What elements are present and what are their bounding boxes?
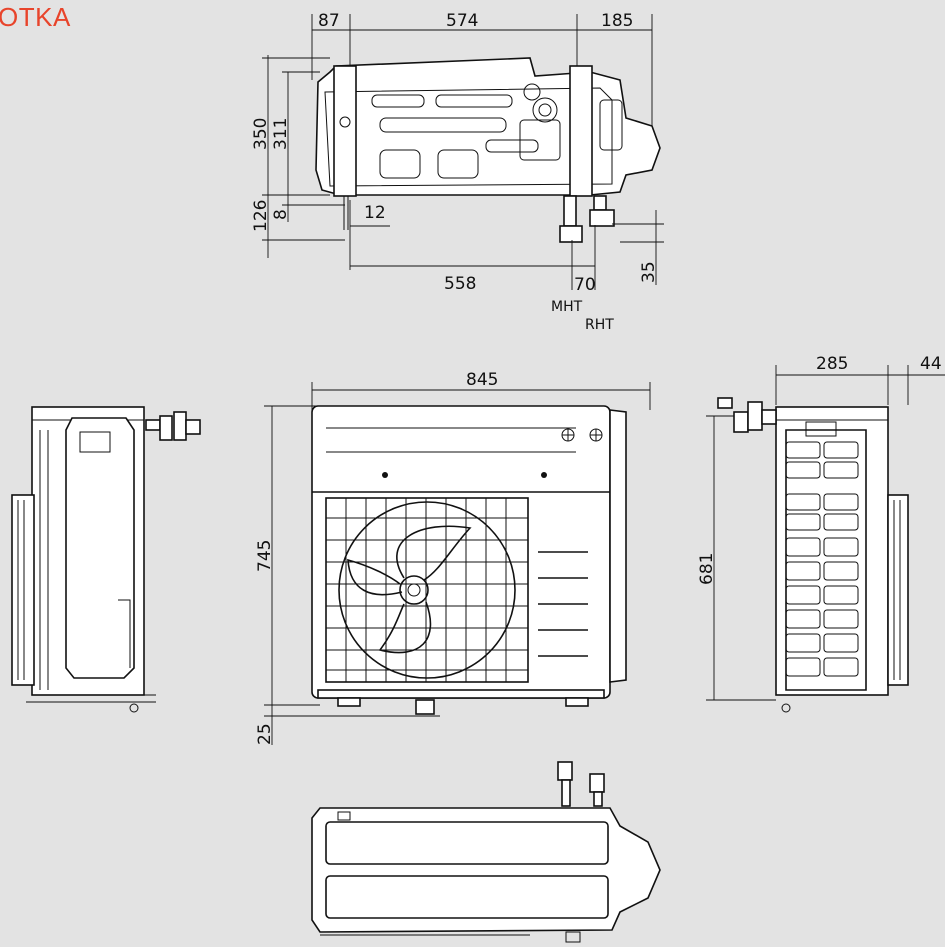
grille-bars [326, 498, 528, 682]
dim-845: 845 [466, 370, 498, 390]
dim-681: 681 [697, 553, 717, 585]
dim-558: 558 [444, 274, 476, 294]
page-title: OTKA [0, 2, 71, 32]
dim-185: 185 [601, 11, 633, 31]
dim-285: 285 [816, 354, 848, 374]
label-mht: MHT [551, 299, 583, 315]
dim-70: 70 [574, 275, 596, 295]
dim-8: 8 [271, 209, 291, 220]
front-view: 845 745 25 [255, 370, 651, 745]
dim-35: 35 [639, 261, 659, 283]
side-grille-cells [785, 441, 859, 677]
label-rht: RHT [585, 317, 614, 333]
right-side-view: 285 44 681 [697, 354, 945, 713]
dim-44: 44 [920, 354, 942, 374]
dim-12: 12 [364, 203, 386, 223]
bottom-view [311, 761, 661, 943]
dim-311: 311 [271, 118, 291, 150]
dim-574: 574 [446, 11, 478, 31]
top-view: 87 574 185 350 311 126 8 [251, 11, 664, 333]
dim-126: 126 [251, 200, 271, 232]
dim-87: 87 [318, 11, 340, 31]
fan-guard [338, 501, 516, 679]
left-side-view [11, 406, 201, 713]
dim-745: 745 [255, 540, 275, 572]
dim-350: 350 [251, 118, 271, 150]
dim-25: 25 [255, 723, 275, 745]
